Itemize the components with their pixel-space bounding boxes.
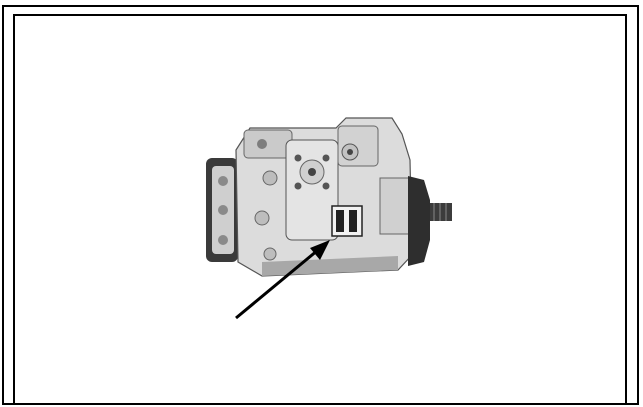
pump-illustration <box>206 117 452 277</box>
callout-arrowhead <box>310 240 330 260</box>
callout-arrow <box>235 240 330 320</box>
outer-frame <box>2 5 639 405</box>
pump-front-flange <box>408 176 430 266</box>
inner-frame <box>13 14 627 405</box>
pump-shaft <box>430 203 452 221</box>
pump-valve-block <box>285 139 339 241</box>
